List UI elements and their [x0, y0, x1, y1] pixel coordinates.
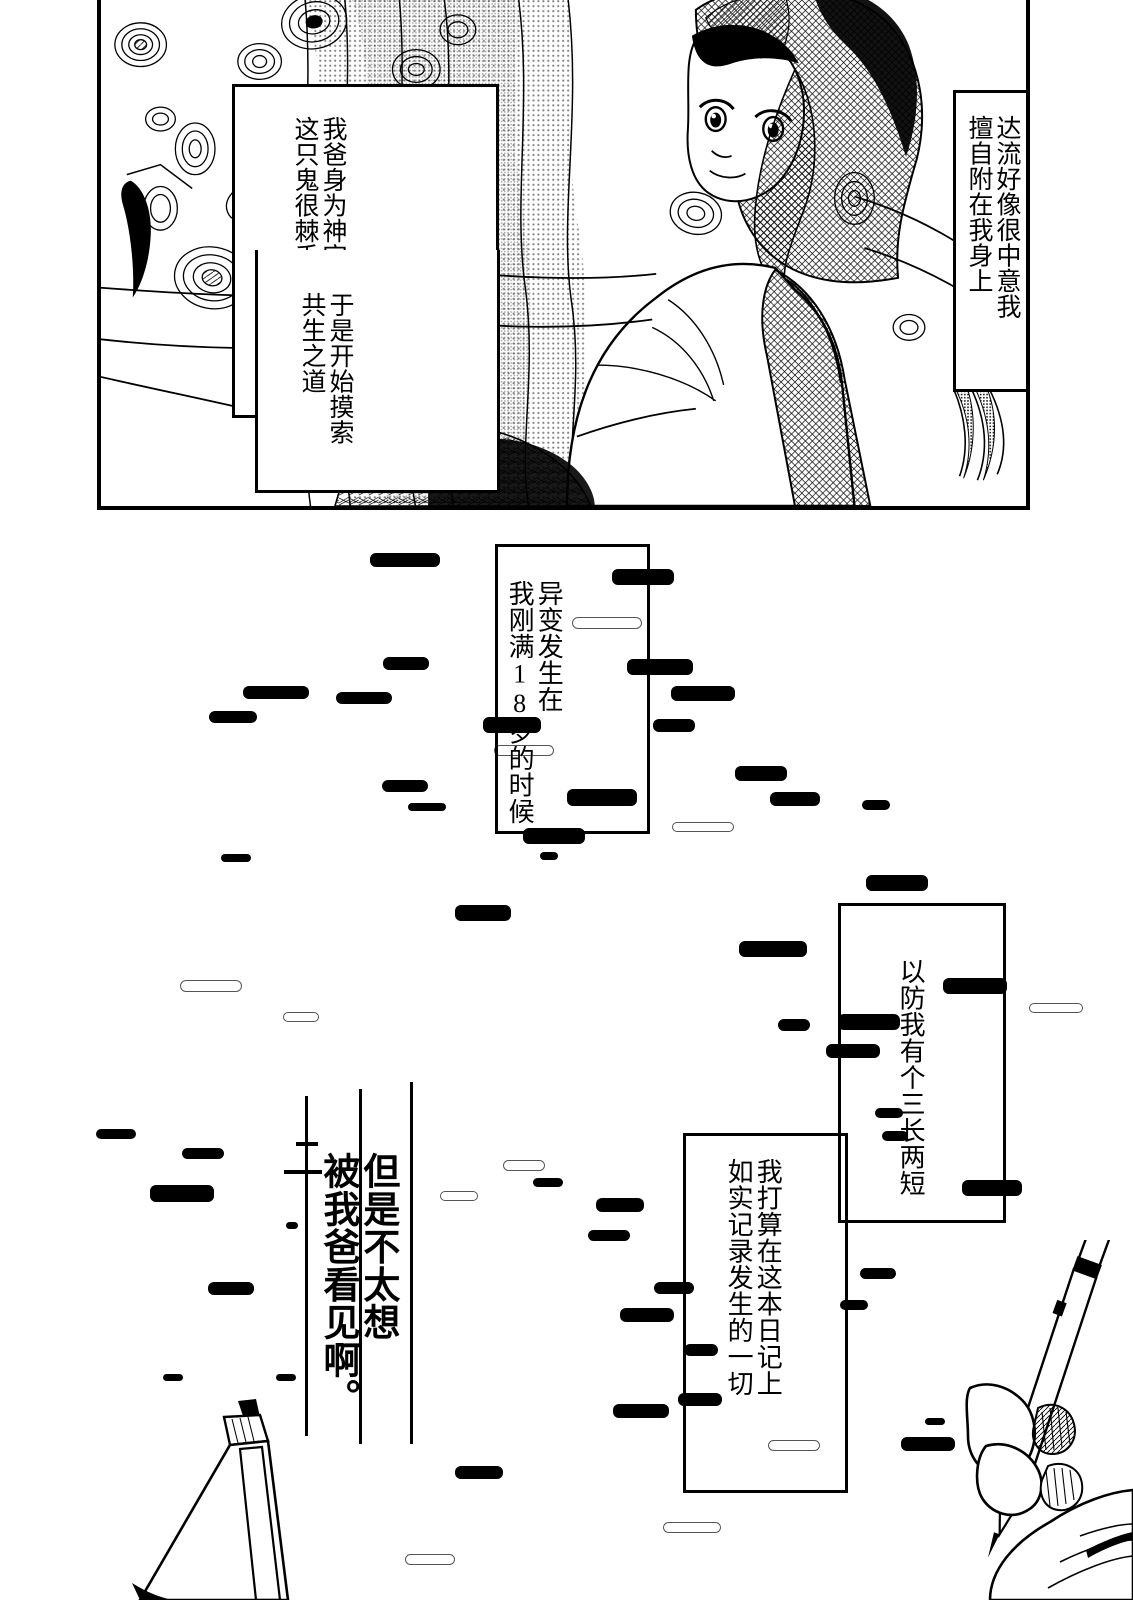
redaction-bar — [653, 719, 695, 732]
top-panel: 我爸身为神官也推断 这只鬼很棘手不好驱除 于是开始摸索 共生之道 达流好像很中意… — [97, 0, 1030, 510]
redaction-bar — [866, 875, 928, 891]
hand-with-pen — [965, 1240, 1133, 1600]
redaction-bar — [540, 852, 558, 860]
redaction-bar — [901, 1437, 955, 1451]
redaction-bar — [243, 686, 309, 699]
redaction-bar — [383, 657, 429, 670]
shout-rule-mid — [359, 1089, 362, 1444]
caption-left-lower-text: 于是开始摸索 共生之道 — [298, 292, 353, 445]
redaction-bar — [405, 1554, 455, 1565]
redaction-bar — [221, 854, 251, 862]
redaction-bar — [620, 1308, 674, 1322]
redaction-bar — [567, 789, 637, 806]
redaction-bar — [778, 1019, 810, 1031]
redaction-bar — [440, 1191, 478, 1201]
redaction-bar — [382, 780, 428, 792]
redaction-bar — [408, 803, 446, 811]
redaction-bar — [612, 569, 674, 585]
diary-caption-2-frame — [838, 903, 1006, 1223]
caption-right-box: 达流好像很中意我 擅自附在我身上 — [953, 90, 1026, 392]
redaction-bar — [613, 1404, 669, 1418]
redaction-bar — [962, 1180, 1022, 1196]
redaction-bar — [678, 1393, 722, 1406]
redaction-bar — [840, 1300, 868, 1310]
marker-pen — [132, 1399, 290, 1600]
redaction-bar — [283, 1012, 319, 1022]
redaction-bar — [770, 792, 820, 806]
redaction-bar — [163, 1374, 183, 1381]
redaction-bar — [875, 1108, 903, 1118]
redaction-bar — [588, 1230, 630, 1241]
redaction-bar — [370, 553, 440, 567]
diary-caption-2-text: 以防我有个三长两短 — [896, 958, 926, 1197]
redaction-bar — [182, 1148, 224, 1159]
diary-caption-3-frame — [683, 1133, 848, 1493]
redaction-bar — [739, 941, 807, 957]
diary-caption-1-text: 异变发生在 我刚满18岁的时候 — [505, 580, 564, 825]
redaction-bar — [494, 745, 554, 756]
caption-left-lower-shape — [255, 250, 500, 493]
redaction-bar — [208, 1282, 254, 1295]
redaction-bar — [672, 822, 734, 832]
redaction-bar — [455, 1466, 503, 1479]
redaction-bar — [671, 686, 735, 701]
redaction-bar — [627, 659, 693, 675]
redaction-bar — [533, 1178, 563, 1187]
redaction-bar — [276, 1374, 296, 1381]
redaction-bar — [862, 800, 890, 810]
redaction-bar — [572, 617, 642, 629]
redaction-bar — [860, 1268, 896, 1279]
shout-rule-left — [305, 1096, 308, 1436]
redaction-bar — [286, 1222, 298, 1229]
caption-left-lower-box: 于是开始摸索 共生之道 — [255, 250, 500, 493]
shout-tick-2 — [296, 1142, 318, 1146]
redaction-bar — [180, 980, 242, 992]
redaction-bar — [96, 1129, 136, 1139]
redaction-bar — [150, 1185, 214, 1202]
redaction-bar — [684, 1344, 718, 1356]
diary-shout-text: 但是不太想 被我爸看见啊。 — [317, 1152, 399, 1417]
redaction-bar — [503, 1160, 545, 1171]
diary-caption-3-text: 我打算在这本日记上 如实记录发生的一切 — [724, 1158, 783, 1397]
redaction-bar — [925, 1418, 945, 1425]
shout-tick-1 — [284, 1170, 322, 1174]
diary-caption-1-frame — [495, 544, 650, 834]
redaction-bar — [455, 905, 511, 921]
redaction-bar — [735, 766, 787, 781]
redaction-bar — [1029, 1003, 1083, 1013]
redaction-bar — [663, 1522, 721, 1533]
shout-rule-right — [410, 1082, 413, 1444]
redaction-bar — [209, 711, 257, 723]
redaction-bar — [768, 1440, 820, 1451]
caption-right-text: 达流好像很中意我 擅自附在我身上 — [965, 115, 1020, 319]
redaction-bar — [838, 1014, 900, 1030]
redaction-bar — [596, 1198, 644, 1212]
redaction-bar — [943, 978, 1007, 994]
redaction-bar — [882, 1131, 908, 1141]
redaction-bar — [336, 692, 392, 704]
